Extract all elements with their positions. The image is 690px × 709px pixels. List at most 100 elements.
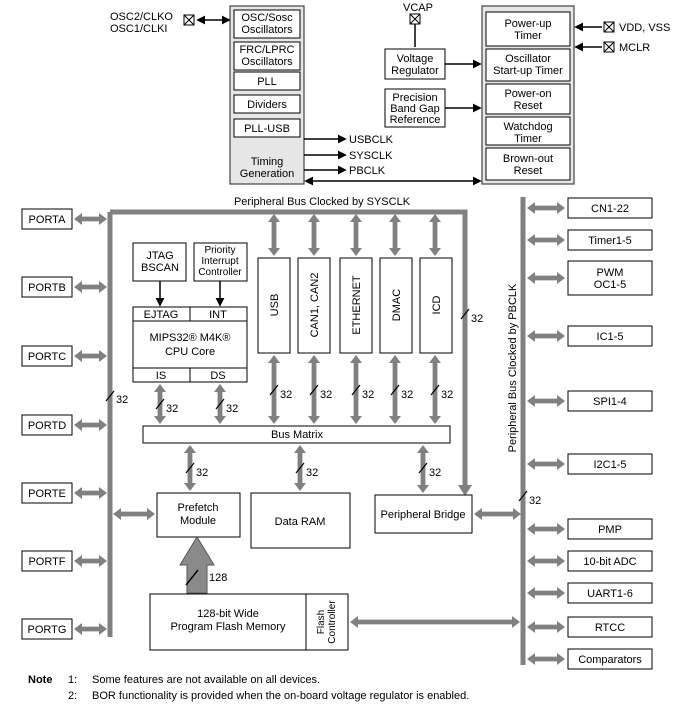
pb-spi1-4-label: SPI1-4: [593, 396, 627, 408]
band-gap-block: [384, 88, 446, 128]
sysper-can1-can2-label: CAN1, CAN2: [309, 273, 321, 338]
pb-rtcc-arrow: [527, 621, 565, 633]
port-portc-block: [21, 345, 73, 367]
w128-slash: [185, 569, 199, 586]
sysper-usb-block: [257, 257, 291, 354]
w32-label-8: 32: [306, 467, 318, 479]
pb-cn1-22-label: CN1-22: [591, 203, 629, 215]
port-portf-arrow: [74, 555, 107, 567]
peripheral-bridge-block: [374, 494, 473, 534]
sysper-usb-label: USB: [269, 294, 281, 317]
vdd-pin-x: [603, 21, 615, 33]
pb-comparators-block: [567, 648, 653, 670]
frc-lprc-block: [233, 41, 301, 71]
vcap-pin-x: [409, 13, 421, 25]
pb-10-bit-adc-arrow: [527, 555, 565, 567]
sysbus-to-per-4: [429, 214, 441, 256]
port-porte-label: PORTE: [28, 488, 66, 500]
pb-uart1-6-label: UART1-6: [587, 588, 633, 600]
port-portg-arrow: [74, 623, 107, 635]
cpu-name-label: MIPS32® M4K®: [149, 332, 230, 344]
w32-label-12: 32: [529, 495, 541, 507]
pb-comparators-label: Comparators: [578, 654, 642, 666]
pll-block: [233, 71, 301, 91]
port-portd-block: [21, 414, 73, 436]
w32-label-9: 32: [429, 467, 441, 479]
bus-matrix-block: [142, 425, 451, 444]
mclr-pin-x: [603, 41, 615, 53]
pb-rtcc-label: RTCC: [595, 622, 625, 634]
data-ram-label: Data RAM: [275, 516, 326, 528]
w32-slash-5: [390, 384, 400, 396]
pb-i2c1-5-block: [567, 453, 653, 475]
sysbus-to-per-3: [389, 214, 401, 256]
flash-memory-block: [149, 593, 307, 651]
port-portd-arrow: [74, 419, 107, 431]
w32-slash-6: [430, 384, 440, 396]
pb-i2c1-5-label: I2C1-5: [593, 459, 626, 471]
power-up-timer-block: [485, 11, 571, 47]
w32-label-2: 32: [280, 389, 292, 401]
sysper-dmac-label: DMAC: [391, 289, 403, 321]
pb-ic1-5-block: [567, 325, 653, 347]
bus-matrix-label: Bus Matrix: [271, 429, 323, 441]
port-portg-label: PORTG: [28, 624, 67, 636]
pb-spi1-4-arrow: [527, 395, 565, 407]
sysper-dmac-block: [379, 257, 413, 354]
sysper-ethernet-label: ETHERNET: [351, 275, 363, 335]
pic-block: [193, 242, 248, 282]
note-2-number: 2:: [68, 690, 77, 702]
w32-label-4: 32: [362, 389, 374, 401]
sysclk-bus-arrowhead: [458, 485, 472, 496]
pb-ic1-5-label: IC1-5: [597, 331, 624, 343]
w32-slash-11: [460, 308, 470, 320]
osc1-pin-label: OSC1/CLKI: [110, 23, 167, 35]
sysbus-to-per-2: [350, 214, 362, 256]
sysbus-to-per-1: [308, 214, 320, 256]
w32-slash-4: [351, 384, 361, 396]
port-portf-label: PORTF: [28, 556, 65, 568]
sysper-ethernet-block: [339, 257, 373, 354]
w32-slash-12: [518, 490, 528, 502]
w32-slash-8: [295, 462, 305, 474]
w32-label-6: 32: [441, 389, 453, 401]
w32-slash-10: [105, 390, 115, 402]
usbclk-label: USBCLK: [349, 134, 394, 146]
pb-timer1-5-arrow: [527, 234, 565, 246]
sysclk-bus: [110, 209, 468, 485]
pbclk-bus-label: Peripheral Bus Clocked by PBCLK: [507, 283, 519, 452]
jtag-block: [132, 242, 187, 282]
matrix-to-bridge: [417, 445, 429, 493]
pb-timer1-5-block: [567, 229, 653, 251]
pb-uart1-6-arrow: [527, 587, 565, 599]
vdd-vss-label: VDD, VSS: [619, 22, 670, 34]
peripheral-bridge-label: Peripheral Bridge: [381, 509, 466, 521]
w32-label-5: 32: [401, 389, 413, 401]
pb-ic1-5-arrow: [527, 330, 565, 342]
note-label: Note: [28, 674, 52, 686]
pb-comparators-arrow: [527, 653, 565, 665]
w32-slash-0: [155, 398, 165, 410]
pb-cn1-22-block: [567, 197, 653, 219]
voltage-regulator-block: [384, 48, 446, 80]
note-2-text: BOR functionality is provided when the o…: [92, 690, 469, 702]
osc-startup-timer-block: [485, 48, 571, 82]
pb-10-bit-adc-block: [567, 550, 653, 572]
w32-slash-3: [309, 384, 319, 396]
port-porta-arrow: [74, 213, 107, 225]
mclr-label: MCLR: [619, 42, 650, 54]
w32-slash-1: [215, 398, 225, 410]
